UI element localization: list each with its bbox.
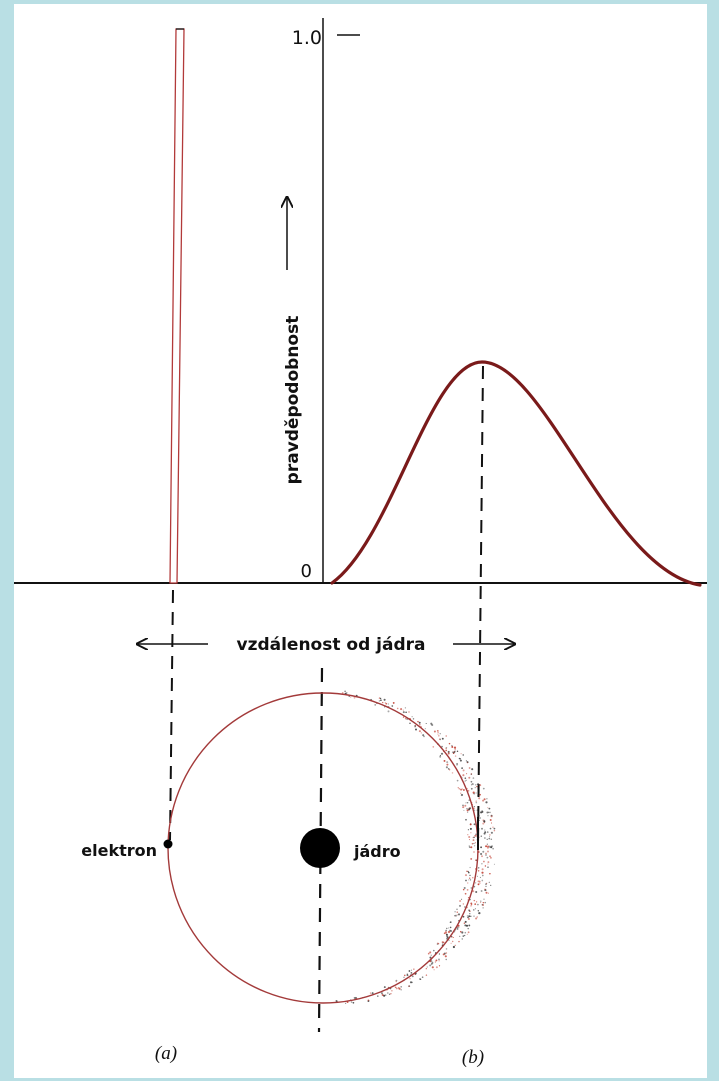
electron-label: elektron: [81, 841, 157, 860]
y-tick-label-zero: 0: [301, 561, 312, 582]
projection-line-b: [477, 365, 484, 846]
y-tick-label-top: 1.0: [292, 27, 322, 49]
panel-b-label: (b): [462, 1047, 484, 1068]
y-axis-label: pravděpodobnost: [283, 316, 303, 485]
diagram-canvas: 1.0 0 pravděpodobnost vzdálenost od jádr…: [14, 4, 707, 1078]
probability-bar-a: [169, 28, 185, 584]
x-axis-label: vzdálenost od jádra: [236, 635, 425, 655]
panel-a-label: (a): [155, 1043, 177, 1064]
projection-line-a: [169, 589, 174, 841]
nucleus-label: jádro: [353, 842, 401, 861]
nucleus: [300, 828, 340, 868]
electron-dot: [163, 839, 173, 849]
probability-cloud: [335, 690, 496, 1005]
probability-curve-b: [330, 360, 702, 587]
probability-diagram: 1.0 0 pravděpodobnost vzdálenost od jádr…: [14, 18, 707, 1068]
center-dashed-line: [317, 667, 324, 1033]
